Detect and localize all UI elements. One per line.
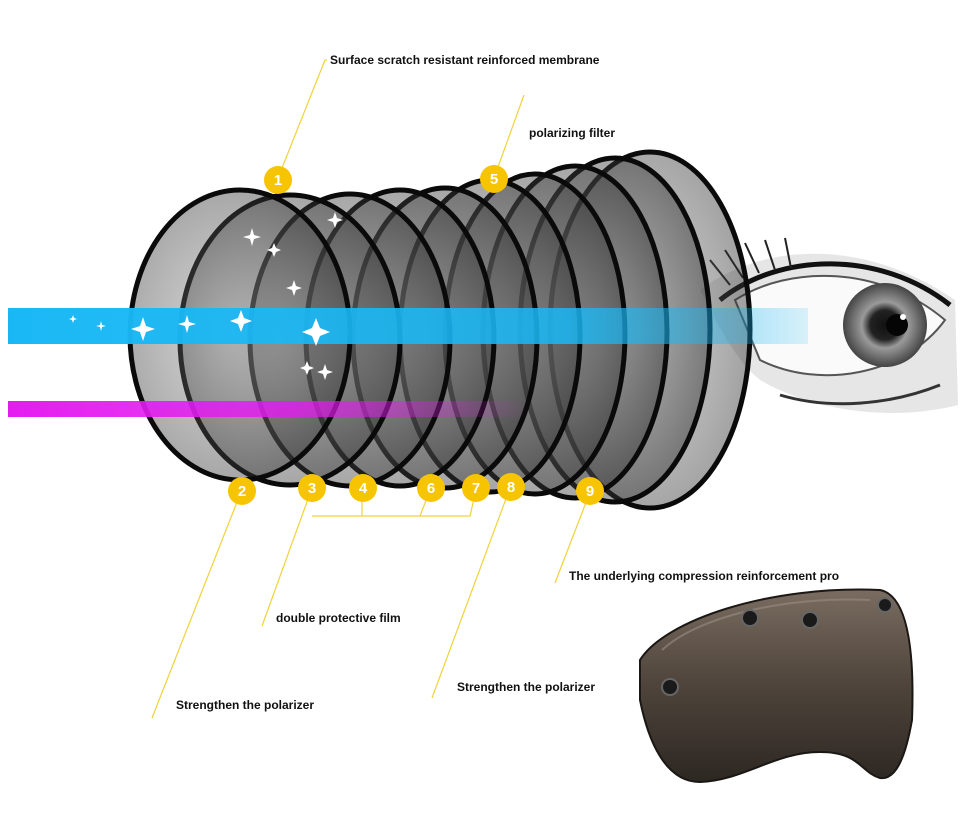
callout-3: 3 — [298, 474, 326, 502]
callout-5: 5 — [480, 165, 508, 193]
label-strengthen-polarizer-left: Strengthen the polarizer — [176, 698, 315, 712]
svg-text:8: 8 — [507, 479, 515, 496]
svg-text:1: 1 — [274, 172, 282, 189]
callout-7: 7 — [462, 474, 490, 502]
cyan-light-beam — [8, 308, 808, 344]
svg-text:3: 3 — [308, 480, 316, 497]
label-surface-membrane: Surface scratch resistant reinforced mem… — [330, 53, 600, 67]
callout-1: 1 — [264, 166, 292, 194]
label-underlying-compression: The underlying compression reinforcement… — [569, 569, 840, 583]
svg-text:5: 5 — [490, 171, 498, 188]
callout-markers: 1 5 2 3 4 6 7 — [228, 165, 604, 505]
label-polarizing-filter: polarizing filter — [529, 126, 616, 140]
svg-text:2: 2 — [238, 483, 246, 500]
sparkle-icons — [69, 212, 343, 380]
callout-2: 2 — [228, 477, 256, 505]
callout-4: 4 — [349, 474, 377, 502]
helmet-visor-icon — [639, 588, 914, 784]
label-double-protective-film: double protective film — [276, 611, 401, 625]
callout-6: 6 — [417, 474, 445, 502]
magenta-light-beam — [8, 401, 528, 417]
svg-text:7: 7 — [472, 480, 480, 497]
svg-text:4: 4 — [359, 480, 368, 497]
svg-text:6: 6 — [427, 480, 435, 497]
label-strengthen-polarizer-right: Strengthen the polarizer — [457, 680, 596, 694]
callout-9: 9 — [576, 477, 604, 505]
svg-text:9: 9 — [586, 483, 594, 500]
callout-8: 8 — [497, 473, 525, 501]
